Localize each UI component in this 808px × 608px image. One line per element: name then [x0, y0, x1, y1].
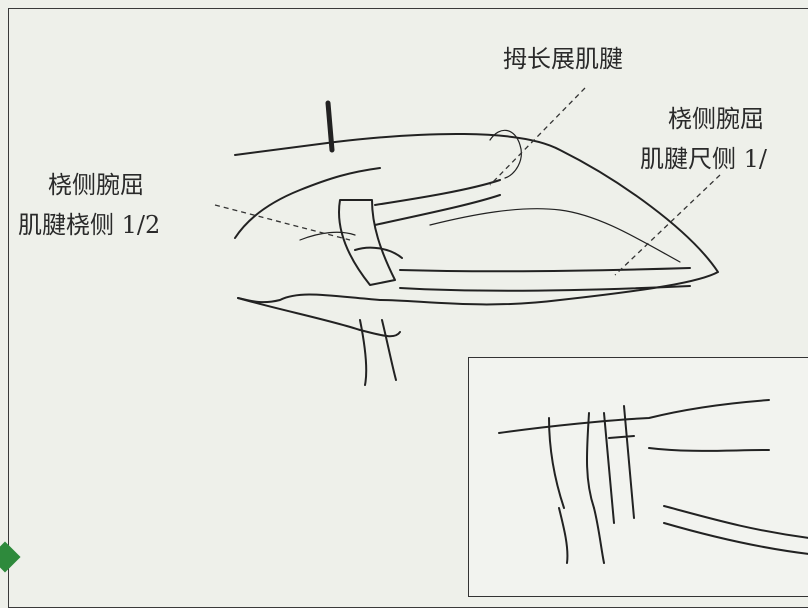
- muscle-contour: [429, 208, 681, 263]
- tendon-wrap: [338, 199, 396, 286]
- inset-forearm-top: [498, 399, 770, 434]
- inset-bone: [558, 507, 605, 564]
- fcr-tendon-upper2: [374, 194, 501, 226]
- bone-stump: [359, 319, 397, 386]
- inset-detail-panel: [468, 357, 808, 597]
- label-fcr-ulnar-line1: 桡侧腕屈: [668, 105, 764, 133]
- label-fcr-radial-line2: 肌腱桡侧 1/2: [18, 211, 161, 239]
- inset-lower-tendon: [663, 505, 808, 555]
- fcr-tendon-upper: [374, 179, 501, 206]
- label-fcr-ulnar-line2: 肌腱尺侧 1/: [640, 145, 767, 173]
- leader-fcr-ulnar: [614, 174, 721, 276]
- label-apl-tendon: 拇长展肌腱: [503, 45, 623, 73]
- incision-left-edge: [234, 167, 381, 239]
- incision-outline: [234, 132, 719, 306]
- label-fcr-radial-line1: 桡侧腕屈: [48, 171, 144, 199]
- retractor-pin: [325, 100, 335, 153]
- tendon-wrap2: [354, 246, 403, 259]
- muscle-contour2: [299, 231, 356, 241]
- tissue-edge: [489, 129, 522, 179]
- leader-apl: [489, 87, 586, 186]
- inset-illustration: [498, 399, 808, 564]
- leader-fcr-radial: [214, 204, 351, 241]
- fcr-tendon-lower: [399, 267, 691, 273]
- inset-wrap-band: [603, 405, 635, 524]
- inset-tendon-strip: [548, 412, 595, 509]
- surgical-illustration: [214, 87, 721, 386]
- incision-lower-edge: [237, 297, 401, 338]
- inset-forearm-bottom: [648, 447, 770, 452]
- fcr-tendon-lower2: [399, 285, 691, 292]
